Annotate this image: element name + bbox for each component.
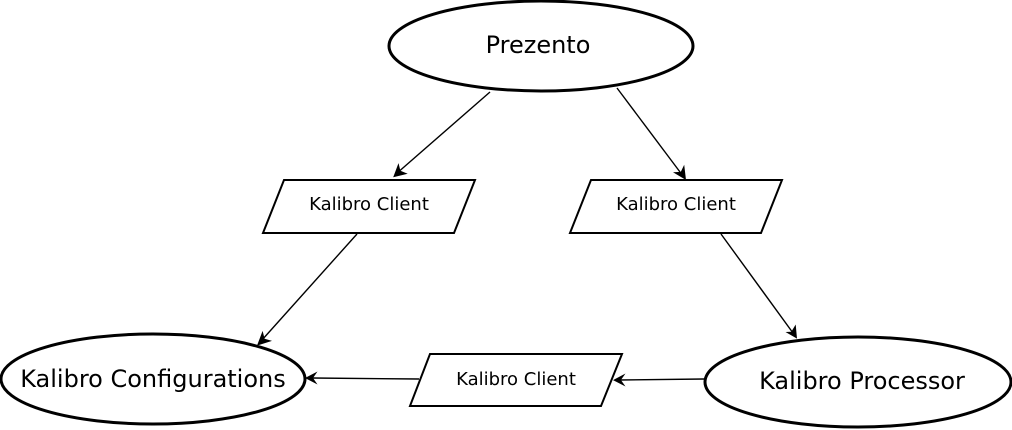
node-kalibro-configurations: Kalibro Configurations [0,332,307,426]
client-bottom: Kalibro Client [408,353,624,407]
node-prezento: Prezento [387,0,695,93]
node-prezento-label: Prezento [486,31,591,59]
client-left-label: Kalibro Client [309,194,429,215]
edge-prezento-to-right-client [616,87,686,180]
edge-bottom-client-to-configurations [305,371,420,385]
edge-left-client-to-configurations [257,233,358,346]
node-kalibro-processor-label: Kalibro Processor [759,367,965,395]
client-left: Kalibro Client [261,179,477,234]
node-kalibro-configurations-label: Kalibro Configurations [20,365,286,393]
edges [257,87,797,387]
client-bottom-label: Kalibro Client [456,369,576,390]
client-right: Kalibro Client [568,179,784,234]
node-kalibro-processor: Kalibro Processor [703,335,1012,429]
client-right-label: Kalibro Client [616,194,736,215]
edge-right-client-to-processor [720,233,797,339]
edge-prezento-to-left-client [393,91,491,178]
edge-processor-to-bottom-client [613,373,705,387]
